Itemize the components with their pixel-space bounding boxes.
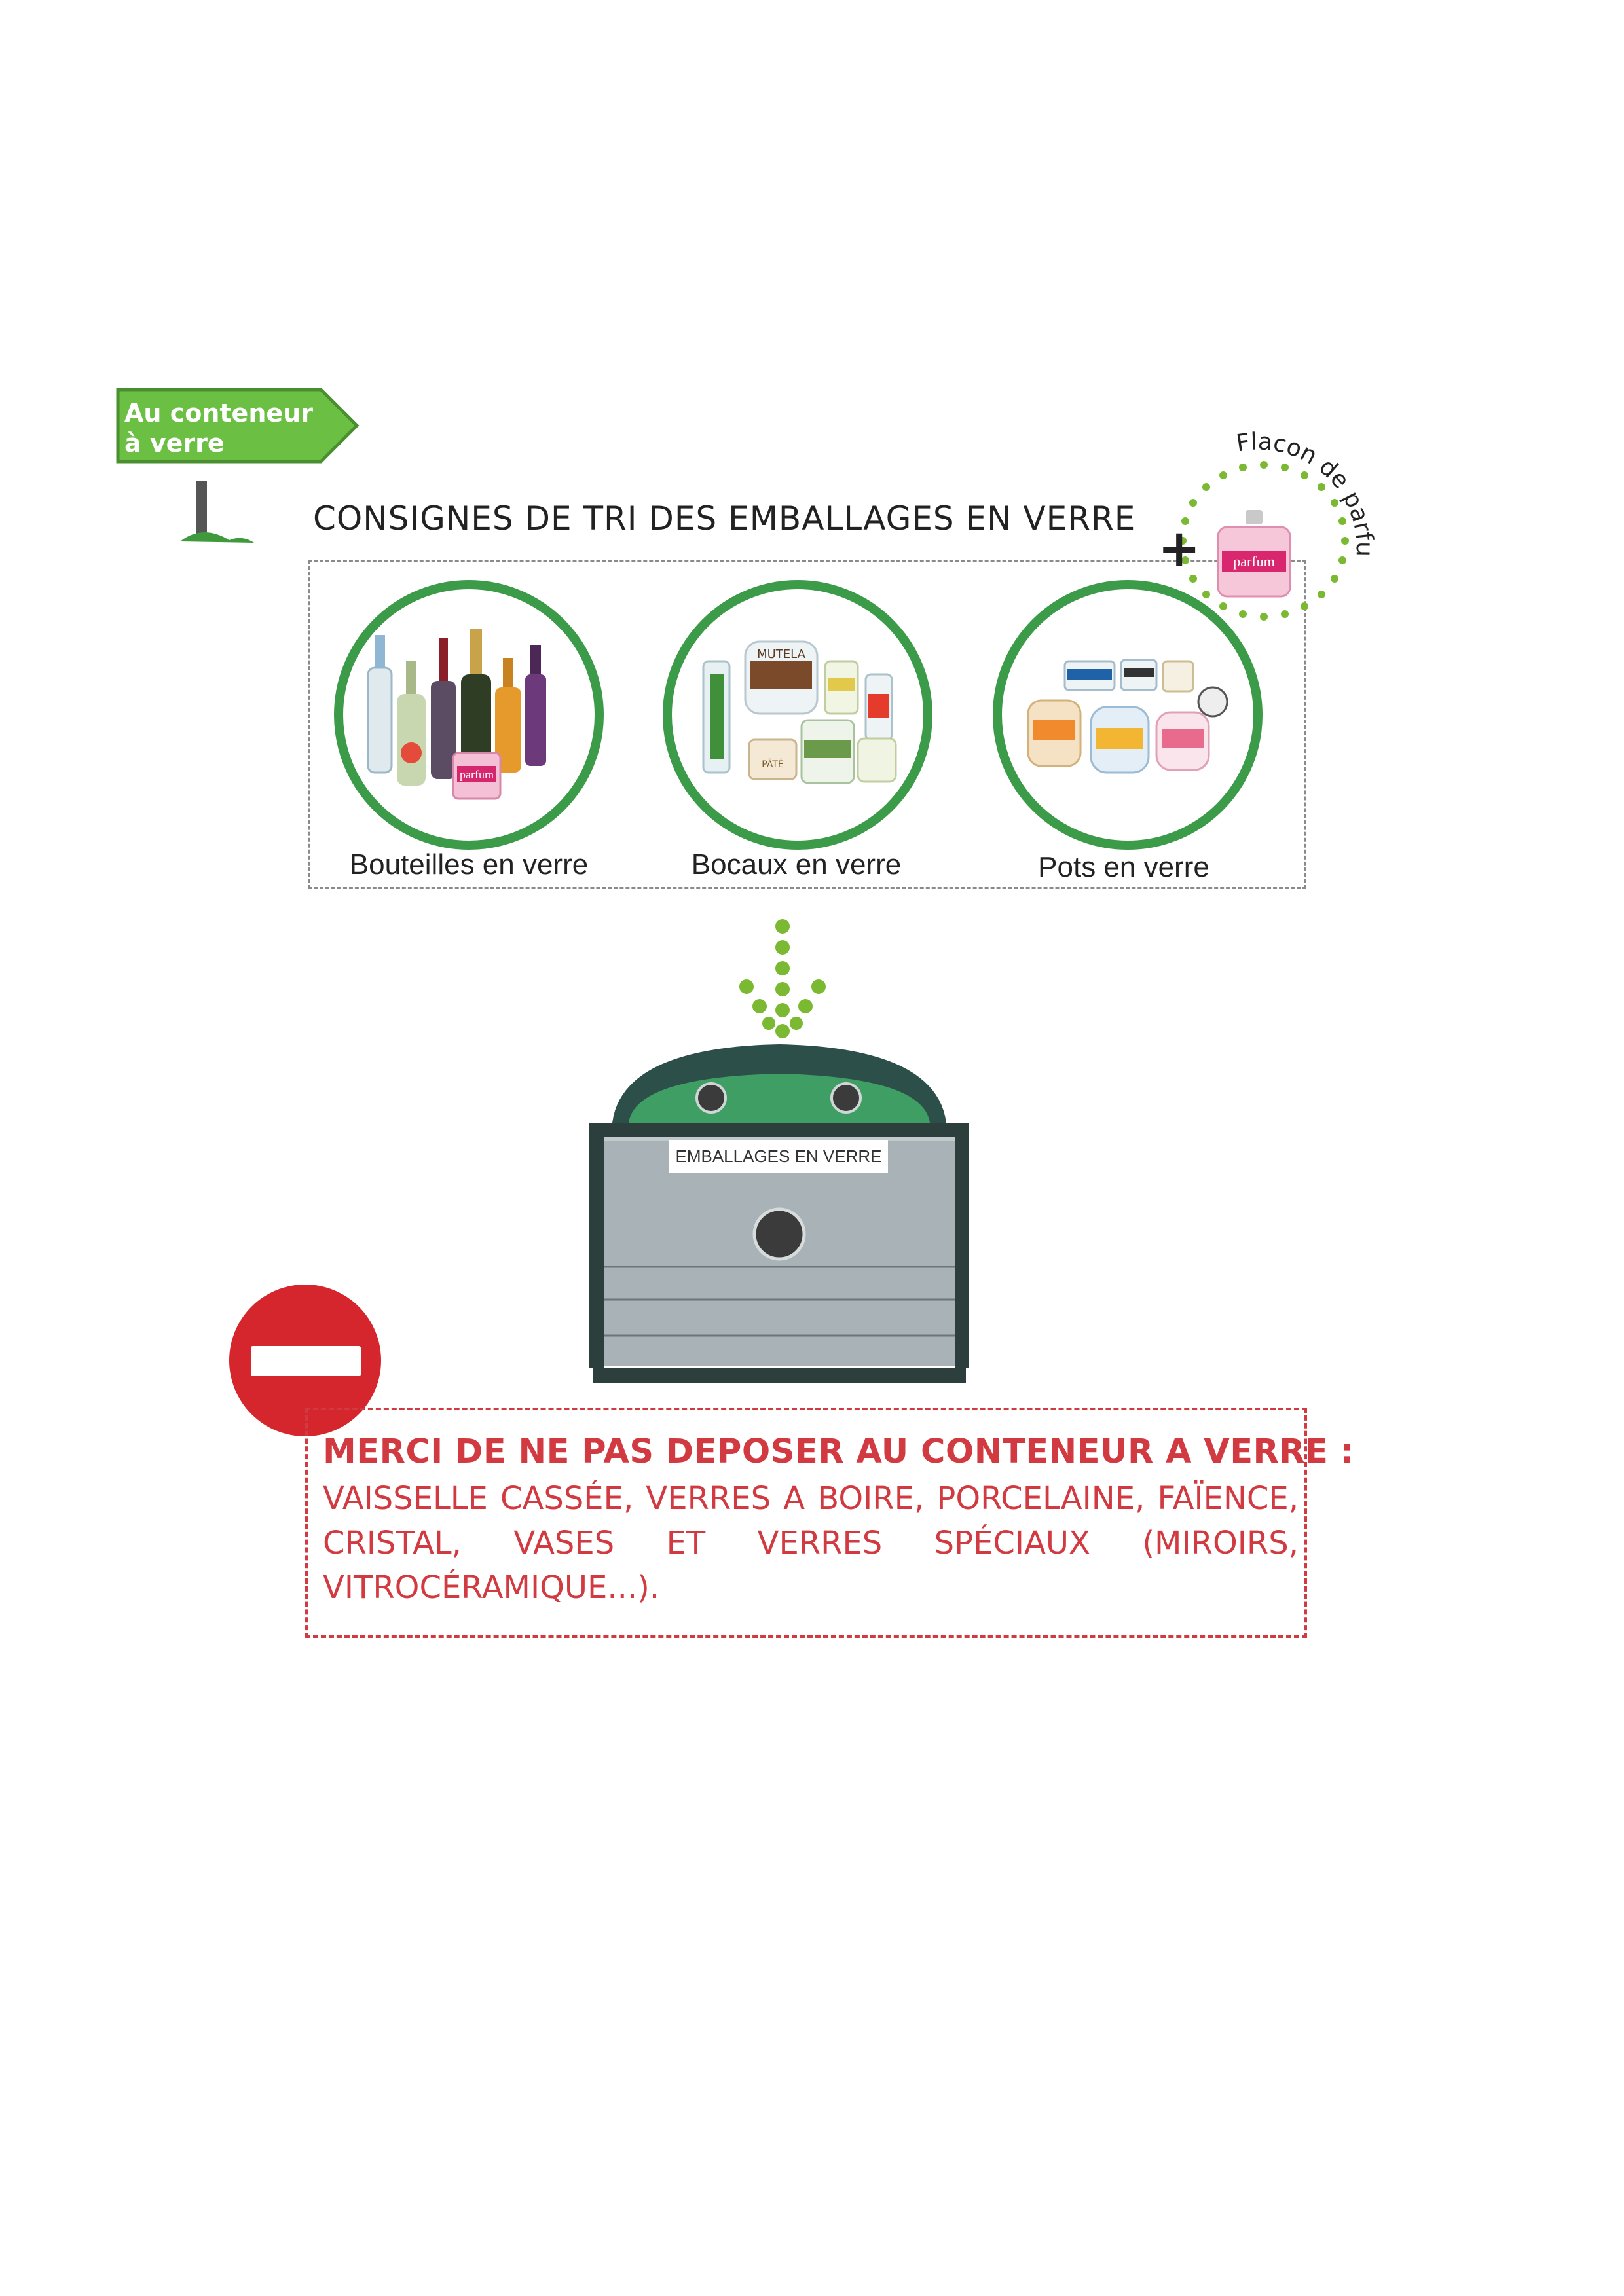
signpost-line-1: Au conteneur bbox=[124, 399, 313, 428]
pots-illustration bbox=[1027, 659, 1228, 774]
mutela-label: MUTELA bbox=[757, 647, 806, 661]
plus-icon: + bbox=[1158, 519, 1201, 578]
bottles-circle: parfum bbox=[334, 580, 604, 850]
warning-body: VAISSELLE CASSÉE, VERRES A BOIRE, PORCEL… bbox=[323, 1480, 1299, 1606]
caption-jars: Bocaux en verre bbox=[691, 848, 902, 881]
jars-illustration: MUTELA PÂTÉ bbox=[702, 640, 897, 784]
signpost-text: Au conteneur à verre bbox=[124, 398, 321, 458]
no-entry-bar bbox=[251, 1346, 361, 1376]
caption-pots: Pots en verre bbox=[1038, 851, 1209, 883]
perfume-bottle-label: parfum bbox=[1233, 553, 1275, 570]
signpost-line-2: à verre bbox=[124, 429, 225, 458]
warning-title: MERCI DE NE PAS DEPOSER AU CONTENEUR A V… bbox=[323, 1432, 1354, 1471]
caption-bottles: Bouteilles en verre bbox=[349, 848, 589, 881]
bottles-illustration: parfum bbox=[367, 629, 546, 800]
glass-container-illustration bbox=[589, 1044, 969, 1383]
warning-frame bbox=[305, 1408, 1307, 1638]
down-arrow-icon bbox=[739, 919, 826, 1038]
page-title: CONSIGNES DE TRI DES EMBALLAGES EN VERRE bbox=[313, 500, 1136, 538]
pate-label: PÂTÉ bbox=[762, 758, 783, 770]
container-label: EMBALLAGES EN VERRE bbox=[669, 1140, 888, 1173]
jars-circle: MUTELA PÂTÉ bbox=[663, 580, 932, 850]
signpost-illustration bbox=[116, 388, 360, 543]
perfume-bottle-icon: parfum bbox=[1217, 510, 1291, 598]
categories-frame bbox=[308, 560, 1306, 889]
parfum-label: parfum bbox=[460, 768, 494, 781]
